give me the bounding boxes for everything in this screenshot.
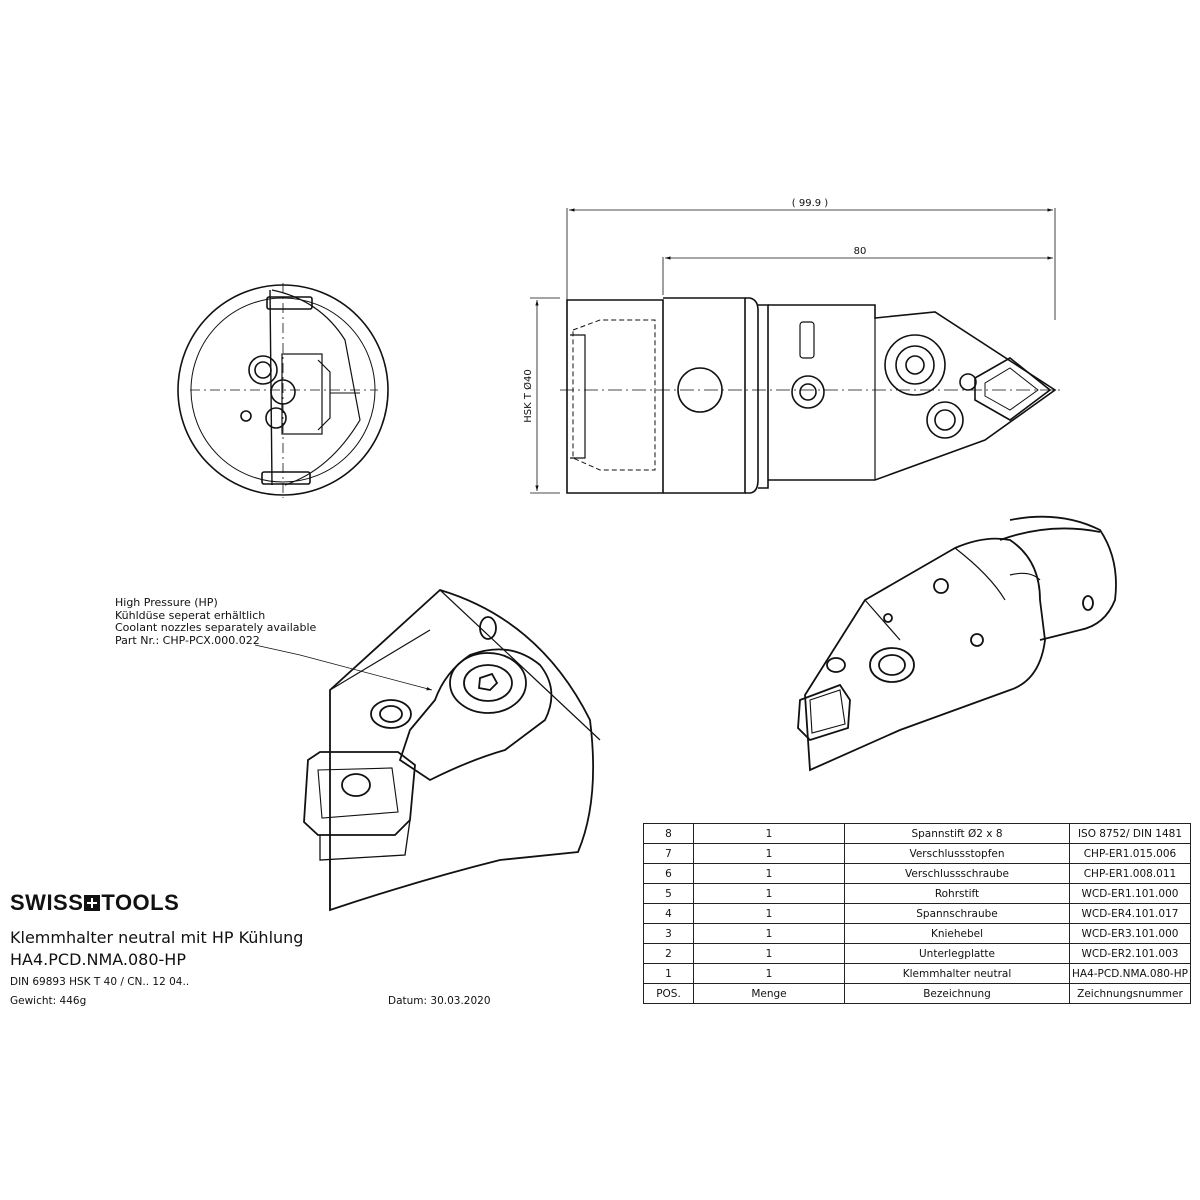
- bom-description: Klemmhalter neutral: [844, 963, 1070, 984]
- callout-leader: [254, 644, 433, 691]
- bom-pos: 3: [643, 923, 694, 944]
- bom-qty: 1: [693, 963, 845, 984]
- dim-hsk: HSK T Ø40: [522, 369, 534, 423]
- bom-pos: 4: [643, 903, 694, 924]
- bom-pos: 2: [643, 943, 694, 964]
- callout-line-2: Kühldüse seperat erhältlich: [115, 608, 266, 622]
- part-number: HA4.PCD.NMA.080-HP: [10, 950, 186, 969]
- date-text: Datum: 30.03.2020: [388, 995, 491, 1007]
- dim-80: 80: [854, 246, 867, 257]
- bom-drawing-number: ISO 8752/ DIN 1481: [1069, 823, 1191, 844]
- bom-qty: 1: [693, 823, 845, 844]
- bom-drawing-number: Zeichnungsnummer: [1069, 983, 1191, 1004]
- bom-pos: 8: [643, 823, 694, 844]
- bom-drawing-number: WCD-ER1.101.000: [1069, 883, 1191, 904]
- bom-description: Spannstift Ø2 x 8: [844, 823, 1070, 844]
- swiss-cross-icon: [84, 895, 101, 911]
- coolant-callout: High Pressure (HP) Kühldüse seperat erhä…: [115, 596, 317, 647]
- dim-overall: ( 99.9 ): [792, 198, 829, 209]
- brand-right: TOOLS: [101, 890, 180, 915]
- bom-drawing-number: CHP-ER1.008.011: [1069, 863, 1191, 884]
- bom-pos: 6: [643, 863, 694, 884]
- bom-pos: POS.: [643, 983, 694, 1004]
- standard-text: DIN 69893 HSK T 40 / CN.. 12 04..: [10, 976, 190, 988]
- bom-description: Verschlussstopfen: [844, 843, 1070, 864]
- weight-text: Gewicht: 446g: [10, 995, 87, 1007]
- bom-description: Verschlussschraube: [844, 863, 1070, 884]
- bom-pos: 1: [643, 963, 694, 984]
- bom-description: Spannschraube: [844, 903, 1070, 924]
- bom-qty: Menge: [693, 983, 845, 1004]
- bom-description: Unterlegplatte: [844, 943, 1070, 964]
- bom-qty: 1: [693, 843, 845, 864]
- drawing-title: Klemmhalter neutral mit HP Kühlung: [10, 928, 304, 947]
- bom-qty: 1: [693, 923, 845, 944]
- iso-view: [797, 515, 1117, 772]
- callout-line-3: Coolant nozzles separately available: [115, 621, 317, 634]
- bom-description: Bezeichnung: [844, 983, 1070, 1004]
- brand-logo: SWISS TOOLS: [10, 890, 179, 916]
- bom-qty: 1: [693, 943, 845, 964]
- bom-drawing-number: WCD-ER3.101.000: [1069, 923, 1191, 944]
- bom-pos: 7: [643, 843, 694, 864]
- bom-drawing-number: CHP-ER1.015.006: [1069, 843, 1191, 864]
- side-view: [530, 208, 1060, 494]
- bom-qty: 1: [693, 883, 845, 904]
- bom-drawing-number: WCD-ER4.101.017: [1069, 903, 1191, 924]
- bom-description: Kniehebel: [844, 923, 1070, 944]
- callout-line-1: High Pressure (HP): [115, 596, 218, 609]
- brand-left: SWISS: [10, 890, 84, 915]
- end-view: [177, 283, 389, 498]
- bom-description: Rohrstift: [844, 883, 1070, 904]
- bom-pos: 5: [643, 883, 694, 904]
- bom-qty: 1: [693, 903, 845, 924]
- detail-view: [303, 588, 601, 912]
- bom-qty: 1: [693, 863, 845, 884]
- bom-drawing-number: WCD-ER2.101.003: [1069, 943, 1191, 964]
- callout-line-4: Part Nr.: CHP-PCX.000.022: [115, 633, 260, 647]
- bom-drawing-number: HA4-PCD.NMA.080-HP: [1069, 963, 1191, 984]
